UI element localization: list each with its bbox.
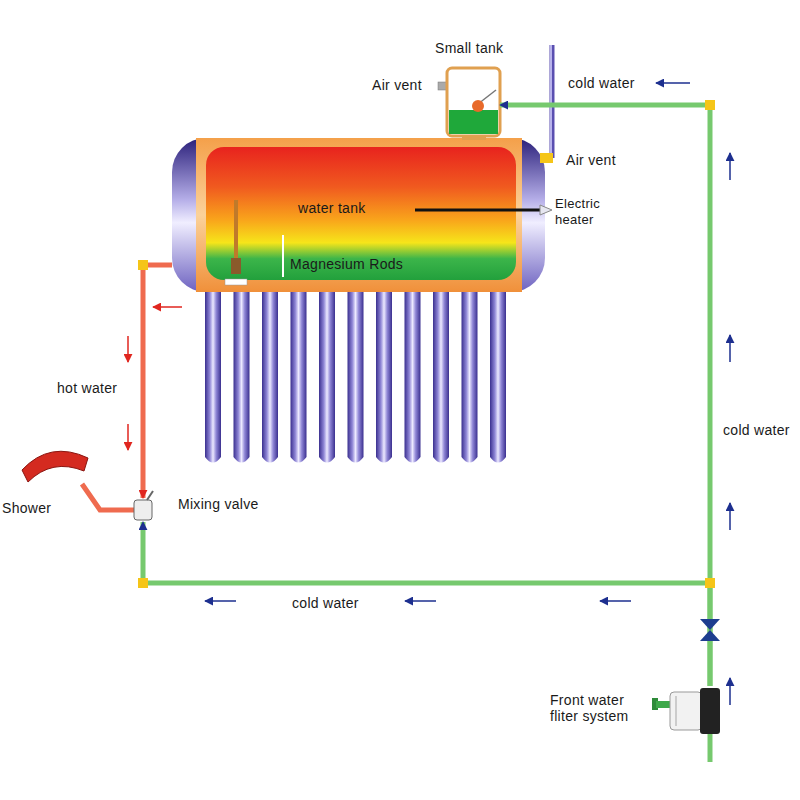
component-node: Mixing valve xyxy=(134,498,152,522)
pipe-label: cold water xyxy=(721,422,792,438)
vacuum-tube xyxy=(462,285,478,463)
part-label: Magnesium Rods xyxy=(290,256,403,272)
electric-heater-symbol xyxy=(415,205,552,215)
part-label: Front water fliter system xyxy=(550,692,646,724)
pipe-label: cold water xyxy=(568,75,635,91)
water-pipe xyxy=(82,484,134,510)
component-node: Front water fliter system xyxy=(650,686,722,736)
part-label: Shower xyxy=(2,500,51,516)
shower-head xyxy=(22,451,88,482)
vacuum-tube xyxy=(234,285,250,463)
water-pipe xyxy=(143,522,710,686)
pipe-label: cold water xyxy=(290,595,361,611)
tank-label: Small tank xyxy=(435,40,503,56)
tank-label: water tank xyxy=(298,200,366,216)
vacuum-tube xyxy=(433,285,449,463)
water-pipe xyxy=(143,265,172,498)
vacuum-tube xyxy=(490,285,506,463)
filter-symbol xyxy=(652,688,720,762)
vacuum-tube xyxy=(205,285,221,463)
anode-rod xyxy=(225,200,247,285)
magnesium-rod xyxy=(282,235,284,277)
vacuum-tube xyxy=(262,285,278,463)
elbow-fittings xyxy=(138,100,715,588)
component-node: Shower xyxy=(18,448,92,484)
flow-arrows xyxy=(128,83,730,705)
fitting-label: Air vent xyxy=(566,152,616,168)
mixing-valve-symbol xyxy=(134,491,153,520)
vacuum-tube xyxy=(291,285,307,463)
valve-label: Mixing valve xyxy=(178,496,259,512)
component-node: Small tank xyxy=(447,68,500,136)
pipe-label: hot water xyxy=(55,380,119,396)
part-label: Electric heater xyxy=(555,196,625,228)
vacuum-tube xyxy=(376,285,392,463)
small-tank-body xyxy=(438,68,500,140)
vacuum-tubes xyxy=(205,285,506,463)
component-node: water tankMagnesium Rods xyxy=(172,138,545,292)
vacuum-tube xyxy=(405,285,421,463)
vacuum-tube xyxy=(319,285,335,463)
water-tank-body xyxy=(172,138,545,292)
vacuum-tube xyxy=(348,285,364,463)
fitting-label: Air vent xyxy=(372,77,422,93)
stop-valve xyxy=(700,619,720,641)
water-pipe xyxy=(500,105,710,686)
